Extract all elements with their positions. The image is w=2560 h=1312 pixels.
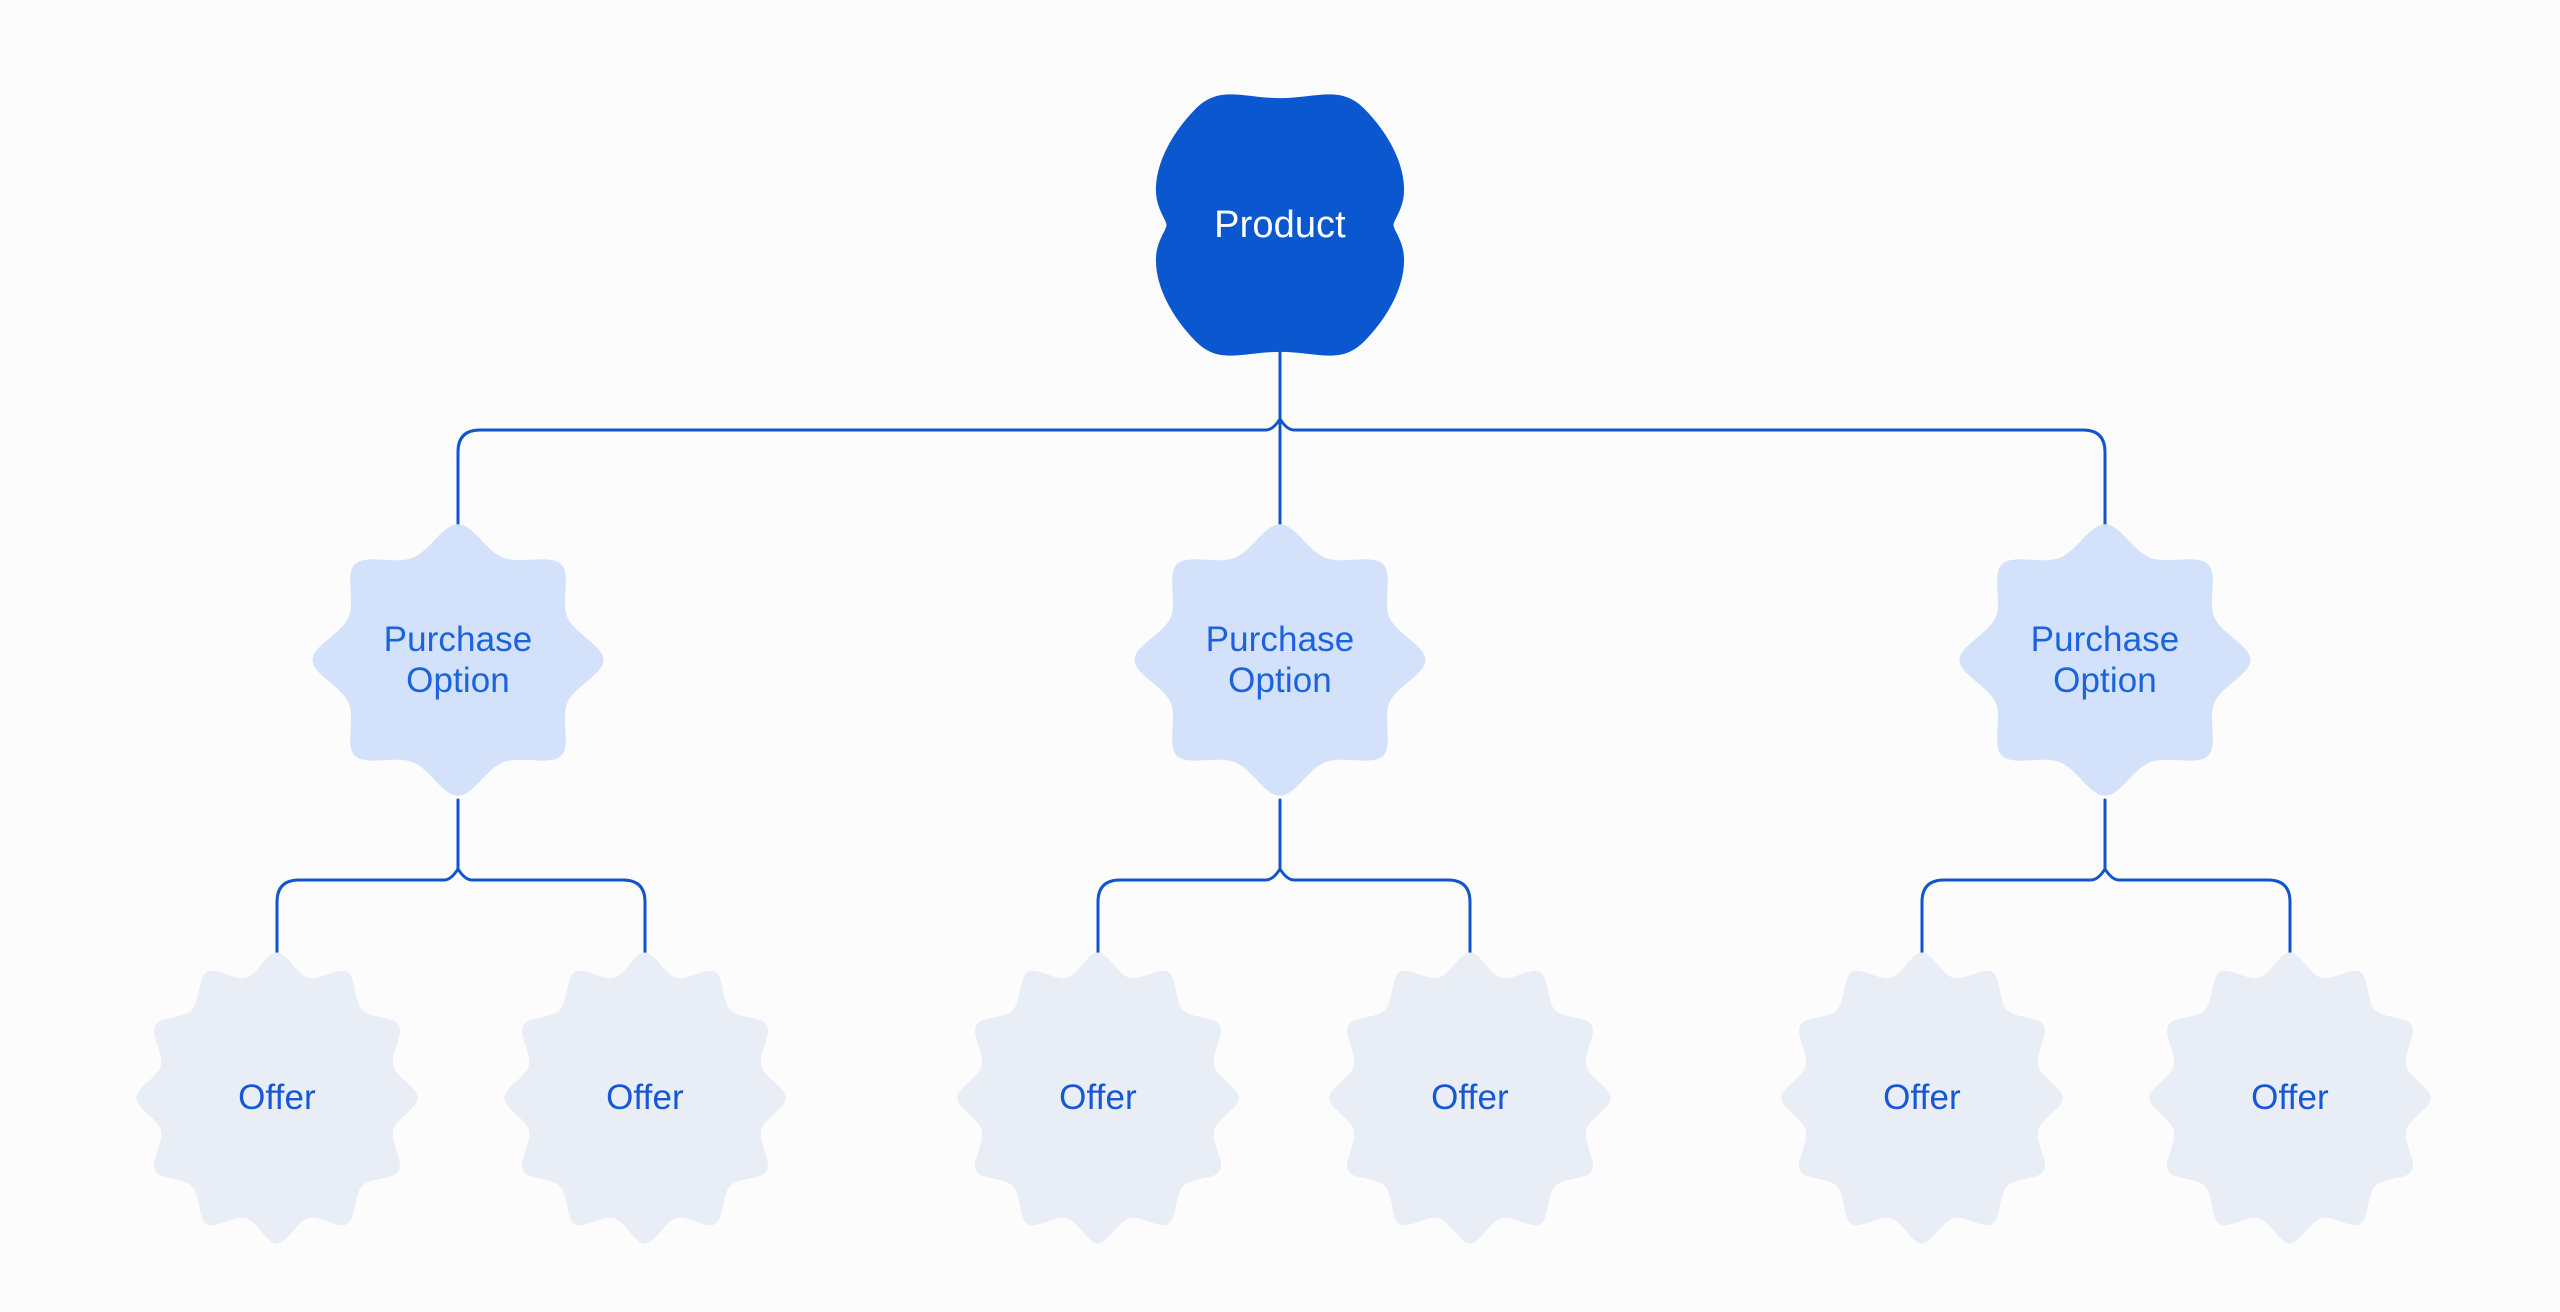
blob-12-lobe-shape	[957, 952, 1239, 1244]
offer-blob-path	[2149, 952, 2431, 1244]
blob-4-lobe-shape	[1155, 94, 1405, 356]
edge-bus-left-l2-1	[1096, 867, 1282, 962]
node-label: Product	[1214, 203, 1346, 246]
edge-bus-right-l2-0	[456, 867, 647, 962]
node-offer-2[interactable]: Offer	[500, 948, 790, 1248]
blob-12-lobe-shape	[2149, 952, 2431, 1244]
node-purchase-option-3[interactable]: Purchase Option	[1955, 520, 2255, 800]
offer-blob-path	[504, 952, 786, 1244]
node-label: Offer	[606, 1078, 684, 1118]
node-label: Offer	[1883, 1078, 1961, 1118]
blob-8-lobe-shape	[312, 524, 604, 796]
blob-12-lobe-shape	[1329, 952, 1611, 1244]
edge-bus-left-l1	[456, 417, 1282, 527]
option-blob-path	[312, 524, 604, 796]
blob-8-lobe-shape	[1134, 524, 1426, 796]
option-blob-path	[1959, 524, 2251, 796]
option-blob-path	[1134, 524, 1426, 796]
node-offer-6[interactable]: Offer	[2145, 948, 2435, 1248]
offer-blob-path	[136, 952, 418, 1244]
offer-blob-path	[1781, 952, 2063, 1244]
blob-8-lobe-shape	[1959, 524, 2251, 796]
edge-bus-right-l2-1	[1278, 867, 1472, 962]
blob-12-lobe-shape	[136, 952, 418, 1244]
edge-bus-left-l2-0	[275, 867, 460, 962]
node-label: Offer	[1431, 1078, 1509, 1118]
root-blob-path	[1155, 94, 1405, 356]
blob-12-lobe-shape	[1781, 952, 2063, 1244]
node-label: Offer	[2251, 1078, 2329, 1118]
node-product[interactable]: Product	[1148, 90, 1412, 360]
node-label: Purchase Option	[2030, 619, 2180, 700]
node-label: Offer	[1059, 1078, 1137, 1118]
node-offer-1[interactable]: Offer	[132, 948, 422, 1248]
node-offer-5[interactable]: Offer	[1777, 948, 2067, 1248]
node-label: Offer	[238, 1078, 316, 1118]
node-purchase-option-2[interactable]: Purchase Option	[1130, 520, 1430, 800]
node-offer-4[interactable]: Offer	[1325, 948, 1615, 1248]
offer-blob-path	[1329, 952, 1611, 1244]
node-label: Purchase Option	[1205, 619, 1355, 700]
node-offer-3[interactable]: Offer	[953, 948, 1243, 1248]
node-label: Purchase Option	[383, 619, 533, 700]
edge-bus-right-l2-2	[2103, 867, 2292, 962]
blob-12-lobe-shape	[504, 952, 786, 1244]
edge-bus-left-l2-2	[1920, 867, 2107, 962]
offer-blob-path	[957, 952, 1239, 1244]
node-purchase-option-1[interactable]: Purchase Option	[308, 520, 608, 800]
edge-bus-right-l1	[1278, 417, 2107, 527]
